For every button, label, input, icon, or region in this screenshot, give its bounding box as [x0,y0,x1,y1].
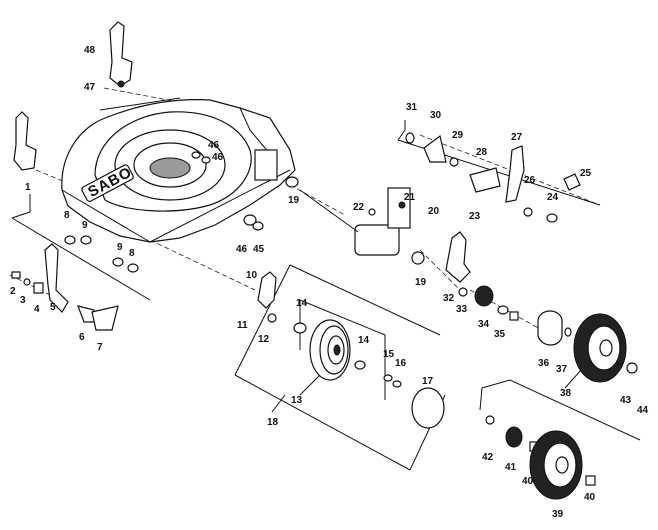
part-label-29: 29 [452,130,464,141]
part-label-6: 6 [79,332,85,343]
part-label-9: 9 [117,242,123,253]
part-label-40: 40 [584,492,596,503]
part-label-45: 45 [253,244,265,255]
part-label-34: 34 [478,319,490,330]
part-label-46: 46 [212,152,224,163]
part-labels: 48 47 1 8 9 9 8 2 3 4 5 6 7 46 46 46 45 … [10,45,649,520]
part-label-9: 9 [82,220,88,231]
part-label-42: 42 [482,452,494,463]
part-label-22: 22 [353,202,365,213]
part-label-3: 3 [20,295,26,306]
part-label-13: 13 [291,395,303,406]
part-label-39: 39 [552,509,564,520]
part-label-19: 19 [288,195,300,206]
part-shapes [11,21,638,500]
part-label-20: 20 [428,206,440,217]
part-label-5: 5 [50,302,56,313]
part-label-46: 46 [208,140,220,151]
part-label-11: 11 [237,320,248,331]
part-label-19: 19 [415,277,427,288]
part-label-21: 21 [404,192,416,203]
part-label-4: 4 [34,304,40,315]
part-label-47: 47 [84,82,96,93]
part-label-36: 36 [538,358,550,369]
part-label-1: 1 [25,182,31,193]
part-label-40: 40 [522,476,534,487]
part-label-25: 25 [580,168,592,179]
part-label-31: 31 [406,102,418,113]
part-label-16: 16 [395,358,407,369]
part-label-8: 8 [129,248,135,259]
part-label-26: 26 [524,175,536,186]
part-label-23: 23 [469,211,481,222]
part-label-35: 35 [494,329,506,340]
part-label-41: 41 [505,462,517,473]
part-label-33: 33 [456,304,468,315]
part-label-30: 30 [430,110,442,121]
part-label-8: 8 [64,210,70,221]
part-label-2: 2 [10,286,16,297]
mower-deck: SABO [61,97,296,243]
part-label-28: 28 [476,147,488,158]
part-label-46: 46 [236,244,248,255]
part-label-44: 44 [637,405,649,416]
part-label-14: 14 [296,298,308,309]
part-label-24: 24 [547,192,559,203]
part-label-12: 12 [258,334,270,345]
part-label-7: 7 [97,342,103,353]
part-label-32: 32 [443,293,455,304]
part-label-10: 10 [246,270,258,281]
part-label-15: 15 [383,349,395,360]
part-label-27: 27 [511,132,523,143]
part-label-14: 14 [358,335,370,346]
part-label-38: 38 [560,388,572,399]
part-label-18: 18 [267,417,279,428]
part-label-43: 43 [620,395,632,406]
part-label-37: 37 [556,364,568,375]
part-label-17: 17 [422,376,434,387]
part-label-48: 48 [84,45,96,56]
